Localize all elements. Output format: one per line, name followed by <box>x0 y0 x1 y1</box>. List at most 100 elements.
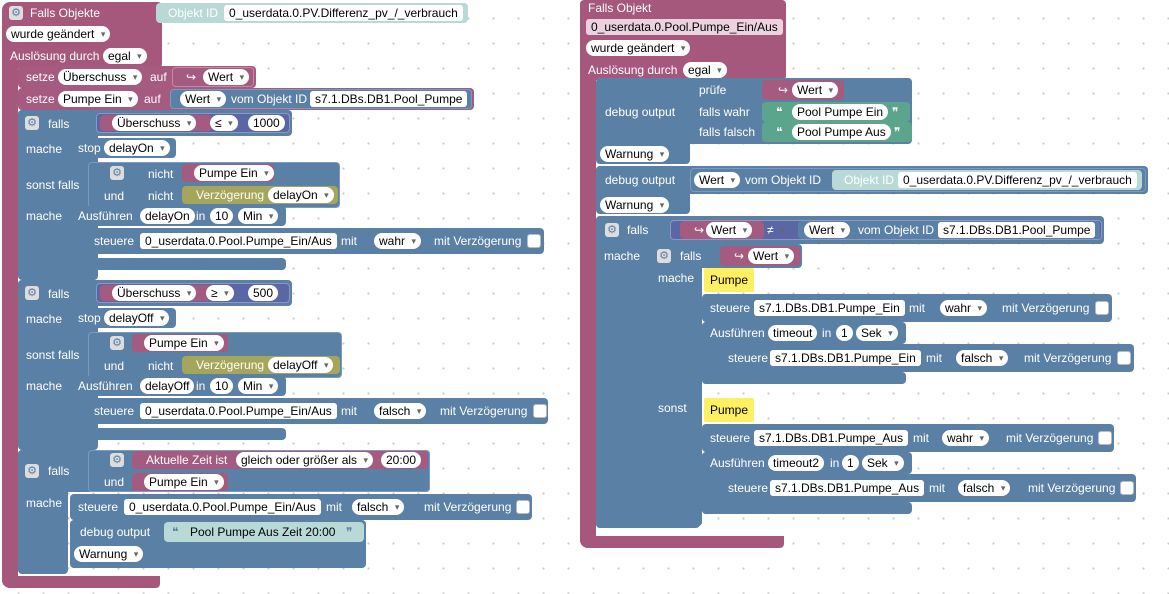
mache-label: mache <box>26 142 63 156</box>
delay-checkbox[interactable] <box>1098 431 1112 445</box>
quote-open-icon: ❝ <box>776 125 783 139</box>
objekt-id-field[interactable]: 0_userdata.0.Pool.Pumpe_Ein/Aus <box>124 499 321 515</box>
delay-checkbox[interactable] <box>1120 481 1134 495</box>
var-pumpe-ein-dropdown[interactable]: Pumpe Ein <box>144 335 224 351</box>
wert-dropdown[interactable]: Wert <box>180 91 227 107</box>
value-dropdown[interactable]: wahr <box>940 300 988 316</box>
value-dropdown[interactable]: falsch <box>956 350 1009 366</box>
inner-if-gear-icon[interactable]: ⚙ <box>657 249 671 263</box>
left-objekt-id-value[interactable]: 0_userdata.0.PV.Differenz_pv_/_verbrauch <box>224 5 463 21</box>
delay-checkbox[interactable] <box>1095 301 1109 315</box>
stop-timer-dropdown[interactable]: delayOff <box>104 310 170 326</box>
objekt-id-field[interactable]: 0_userdata.0.Pool.Pumpe_Ein/Aus <box>140 403 337 419</box>
verzoegerung-label: Verzögerung <box>196 358 265 372</box>
delay-checkbox[interactable] <box>1117 351 1131 365</box>
wert-dropdown[interactable]: Wert <box>792 82 839 98</box>
right-auslosung-dropdown[interactable]: egal <box>683 62 727 78</box>
objekt-id-field[interactable]: s7.1.DBs.DB1.Pool_Pumpe <box>310 91 468 107</box>
and-gear-icon[interactable]: ⚙ <box>110 336 124 350</box>
var-ueberschuss-dropdown[interactable]: Überschuss <box>58 69 143 85</box>
unit-dropdown[interactable]: Min <box>238 378 279 394</box>
operator-dropdown[interactable]: ≥ <box>206 285 234 301</box>
sonst-label: sonst <box>658 401 687 415</box>
timer-name-field[interactable]: timeout2 <box>768 455 825 471</box>
objekt-id-field[interactable]: s7.1.DBs.DB1.Pool_Pumpe <box>938 222 1096 238</box>
value-dropdown[interactable]: falsch <box>958 480 1011 496</box>
delay-checkbox[interactable] <box>516 500 530 514</box>
objekt-id-field[interactable]: 0_userdata.0.Pool.Pumpe_Ein/Aus <box>140 233 337 249</box>
text-value[interactable]: Pool Pumpe Aus <box>792 124 891 140</box>
log-level-dropdown[interactable]: Warnung <box>600 146 670 162</box>
left-event-gear-icon[interactable]: ⚙ <box>9 6 23 20</box>
mit-label: mit <box>341 404 357 418</box>
falls-wahr-label: falls wahr <box>699 105 750 119</box>
text-value[interactable]: Pool Pumpe Ein <box>792 104 889 120</box>
right-if-block[interactable] <box>596 216 654 528</box>
var-pumpe-ein-dropdown[interactable]: Pumpe Ein <box>58 91 138 107</box>
and-gear-icon[interactable]: ⚙ <box>110 166 124 180</box>
timer-name-field[interactable]: timeout <box>768 325 818 341</box>
if2-gear-icon[interactable]: ⚙ <box>25 286 39 300</box>
comment-pumpe-ein[interactable]: Pumpe Ein <box>704 268 755 311</box>
duration-field[interactable]: 10 <box>210 378 234 394</box>
delay-checkbox[interactable] <box>533 404 547 418</box>
if3-gear-icon[interactable]: ⚙ <box>25 464 39 478</box>
falls-label: falls <box>627 223 649 237</box>
timer-name-field[interactable]: delayOff <box>140 378 195 394</box>
value-dropdown[interactable]: falsch <box>374 403 427 419</box>
wert-dropdown[interactable]: Wert <box>203 69 250 85</box>
time-compare-dropdown[interactable]: gleich oder größer als <box>236 452 374 468</box>
unit-dropdown[interactable]: Sek <box>856 325 898 341</box>
objekt-id-field[interactable]: s7.1.DBs.DB1.Pumpe_Ein <box>754 300 905 316</box>
log-level-dropdown[interactable]: Warnung <box>600 197 670 213</box>
and-gear-icon[interactable]: ⚙ <box>110 453 124 467</box>
text-value[interactable]: Pool Pumpe Aus Zeit 20:00 <box>190 525 336 539</box>
right-trigger-dropdown[interactable]: wurde geändert <box>586 40 691 56</box>
quote-close-icon: ❞ <box>892 105 899 119</box>
operator-dropdown[interactable]: ≤ <box>210 115 238 131</box>
wert-dropdown[interactable]: Wert <box>804 222 851 238</box>
var-pumpe-ein-dropdown[interactable]: Pumpe Ein <box>144 474 224 490</box>
objekt-id-field[interactable]: 0_userdata.0.PV.Differenz_pv_/_verbrauch <box>898 172 1137 188</box>
operator-dropdown[interactable]: ≠ <box>762 222 790 238</box>
unit-dropdown[interactable]: Sek <box>862 455 904 471</box>
var-pumpe-ein-dropdown[interactable]: Pumpe Ein <box>194 165 274 181</box>
timer-dropdown[interactable]: delayOn <box>268 187 334 203</box>
nicht-label: nicht <box>148 189 174 203</box>
duration-field[interactable]: 1 <box>836 325 853 341</box>
log-level-dropdown[interactable]: Warnung <box>74 546 144 562</box>
value-dropdown[interactable]: falsch <box>352 499 405 515</box>
unit-dropdown[interactable]: Min <box>238 208 279 224</box>
wert-dropdown[interactable]: Wert <box>748 248 795 264</box>
objekt-id-field[interactable]: s7.1.DBs.DB1.Pumpe_Aus <box>754 430 909 446</box>
inner-if-block[interactable] <box>650 244 702 526</box>
number-field[interactable]: 1000 <box>248 115 285 131</box>
text-block[interactable] <box>164 522 364 542</box>
number-field[interactable]: 500 <box>248 285 279 301</box>
var-ueberschuss-dropdown[interactable]: Überschuss <box>112 285 197 301</box>
left-auslosung-dropdown[interactable]: egal <box>103 48 147 64</box>
if-gear-icon[interactable]: ⚙ <box>605 223 619 237</box>
falls-falsch-label: falls falsch <box>699 125 756 139</box>
objekt-id-field[interactable]: s7.1.DBs.DB1.Pumpe_Aus <box>770 480 925 496</box>
inner-if-bottom <box>650 514 702 526</box>
time-field[interactable]: 20:00 <box>381 452 422 468</box>
value-dropdown[interactable]: wahr <box>374 233 422 249</box>
timer-name-field[interactable]: delayOn <box>140 208 195 224</box>
delay-checkbox[interactable] <box>527 234 541 248</box>
left-trigger-dropdown[interactable]: wurde geändert <box>6 26 111 42</box>
quote-close-icon: ❞ <box>346 525 353 539</box>
var-ueberschuss-dropdown[interactable]: Überschuss <box>112 115 197 131</box>
timer-dropdown[interactable]: delayOff <box>268 357 334 373</box>
comment-pumpe-aus[interactable]: Pumpe Aus <box>704 398 755 441</box>
objekt-id-field[interactable]: s7.1.DBs.DB1.Pumpe_Ein <box>770 350 921 366</box>
duration-field[interactable]: 10 <box>210 208 234 224</box>
stop-timer-dropdown[interactable]: delayOn <box>104 140 170 156</box>
value-dropdown[interactable]: wahr <box>942 430 990 446</box>
duration-field[interactable]: 1 <box>842 455 859 471</box>
wert-dropdown[interactable]: Wert <box>694 172 741 188</box>
wert-dropdown[interactable]: Wert <box>706 222 753 238</box>
if1-gear-icon[interactable]: ⚙ <box>25 116 39 130</box>
ausfuhren-bottom <box>702 372 906 384</box>
right-objekt-id-field[interactable]: 0_userdata.0.Pool.Pumpe_Ein/Aus <box>586 19 783 35</box>
